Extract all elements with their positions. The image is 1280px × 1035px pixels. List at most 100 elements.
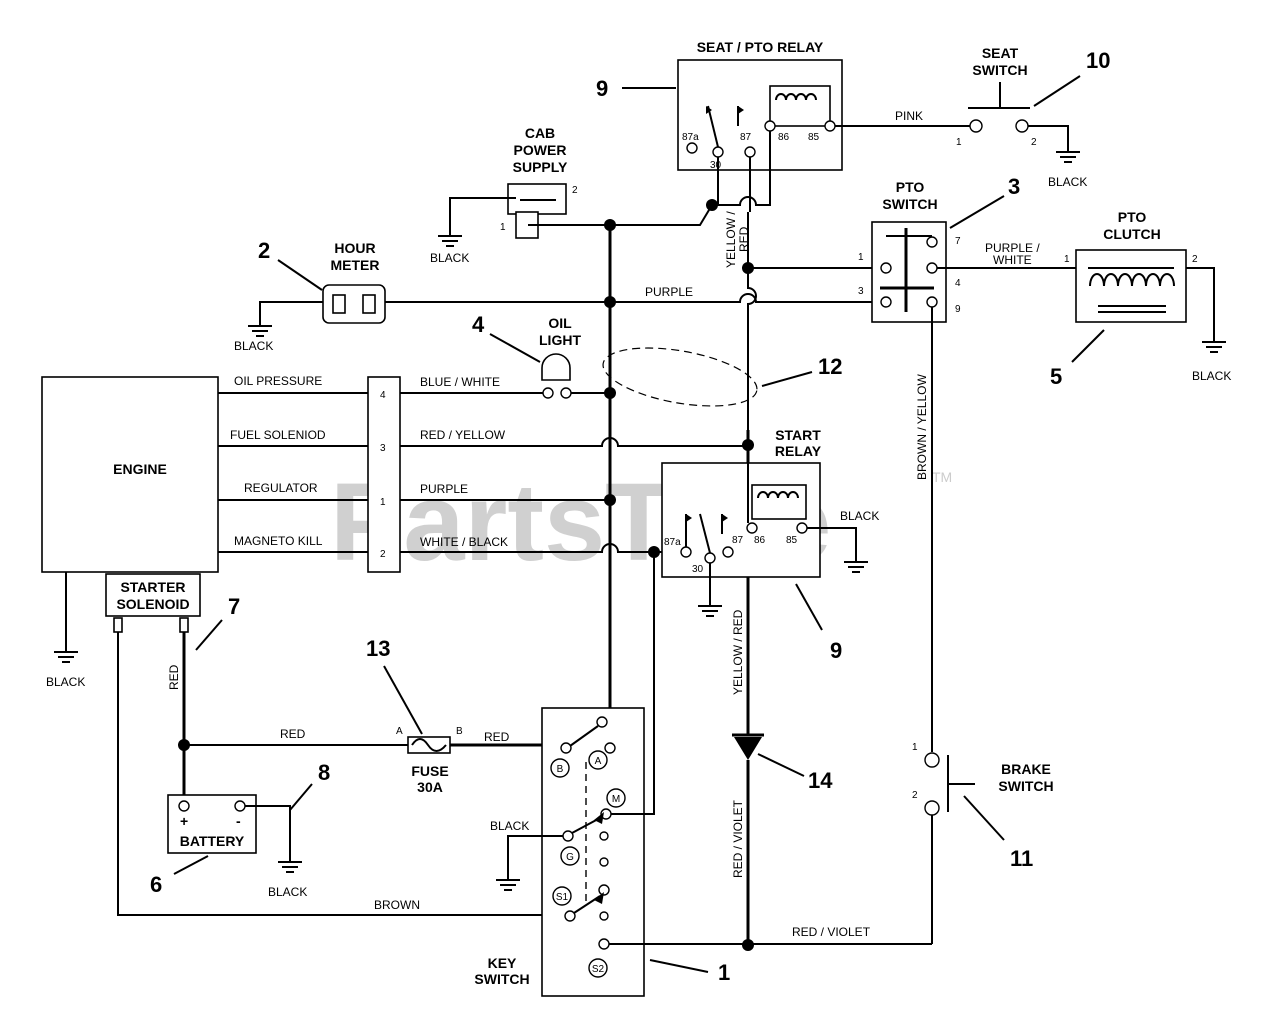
callout-3: 3 xyxy=(949,174,1020,229)
key-switch[interactable] xyxy=(541,707,645,997)
wire-label-yellow-red-2: RED xyxy=(737,226,751,252)
start-relay-terminal-86 xyxy=(746,522,758,534)
seat-switch-title-2: SWITCH xyxy=(972,62,1027,78)
key-position-b xyxy=(550,758,570,778)
key-label-g: G xyxy=(566,852,574,863)
wire-label-blue-white: BLUE / WHITE xyxy=(420,375,500,389)
key-position-a xyxy=(588,750,608,770)
relay-terminal-86 xyxy=(764,120,776,132)
key-contact xyxy=(569,725,599,747)
callout-4: 4 xyxy=(472,312,541,363)
engine-signal-magneto-kill: MAGNETO KILL xyxy=(234,534,323,548)
pin-30: 30 xyxy=(710,160,722,171)
ground-icon xyxy=(844,561,868,573)
callout-14: 14 xyxy=(757,753,833,793)
wire-label-black: BLACK xyxy=(268,885,307,899)
start-relay-terminal-30 xyxy=(704,552,716,564)
starter-solenoid xyxy=(105,573,201,617)
yellow-red-wire-hop xyxy=(747,280,757,430)
cab-ground-wire xyxy=(449,197,516,236)
battery-plus: + xyxy=(180,813,188,829)
ground-icon xyxy=(1202,341,1226,353)
svg-text:4: 4 xyxy=(472,312,485,337)
purple-wire xyxy=(610,293,880,303)
key-terminal xyxy=(599,831,609,841)
wire-label-brown: BROWN xyxy=(374,898,420,912)
pin-2: 2 xyxy=(1192,254,1198,265)
clutch-coil-icon xyxy=(1089,273,1175,287)
pto-switch-title-2: SWITCH xyxy=(882,196,937,212)
svg-text:10: 10 xyxy=(1086,48,1110,73)
pin-85: 85 xyxy=(786,535,798,546)
pin-87a: 87a xyxy=(682,132,699,143)
battery-ground-wire xyxy=(245,805,291,862)
cab-title-1: CAB xyxy=(525,125,555,141)
wire-label-black: BLACK xyxy=(1192,369,1231,383)
hour-meter-slot xyxy=(332,294,346,314)
relay-terminal-87a xyxy=(686,142,698,154)
solenoid-title-1: STARTER xyxy=(120,579,185,595)
key-terminal xyxy=(598,884,610,896)
start-relay-terminal-85 xyxy=(796,522,808,534)
start-relay-coil-box xyxy=(751,484,807,520)
svg-text:5: 5 xyxy=(1050,364,1062,389)
key-terminal xyxy=(560,742,572,754)
relay-contact xyxy=(707,105,719,148)
wire-label-black: BLACK xyxy=(234,339,273,353)
callout-6: 6 xyxy=(150,855,209,897)
key-terminal xyxy=(600,808,612,820)
pin-85: 85 xyxy=(808,132,820,143)
connector-pin: 2 xyxy=(380,549,386,560)
key-terminal xyxy=(599,911,609,921)
callout-12: 12 xyxy=(761,354,842,387)
callout-2: 2 xyxy=(258,238,323,291)
pto-terminal-4 xyxy=(926,262,938,274)
relay-coil-icon xyxy=(775,93,817,101)
callout-7: 7 xyxy=(195,594,240,651)
svg-text:7: 7 xyxy=(228,594,240,619)
pto-clutch-title-1: PTO xyxy=(1118,209,1147,225)
fuse-pin-b: B xyxy=(456,726,463,737)
pin-2: 2 xyxy=(912,790,918,801)
engine-connector xyxy=(367,376,401,573)
wire-label-red-violet: RED / VIOLET xyxy=(792,925,871,939)
wire-label-pink: PINK xyxy=(895,109,923,123)
magneto-key-wire xyxy=(606,552,655,815)
svg-text:13: 13 xyxy=(366,636,390,661)
watermark-tm: TM xyxy=(932,469,952,485)
engine-title: ENGINE xyxy=(113,461,167,477)
oil-light-title-2: LIGHT xyxy=(539,332,581,348)
svg-text:14: 14 xyxy=(808,768,833,793)
svg-text:3: 3 xyxy=(1008,174,1020,199)
clutch-ground-wire xyxy=(1186,267,1215,342)
start-relay-85-wire xyxy=(807,527,857,562)
engine-signal-regulator: REGULATOR xyxy=(244,481,318,495)
key-label-s2: S2 xyxy=(592,964,605,975)
pin-9: 9 xyxy=(955,304,961,315)
pin-1: 1 xyxy=(956,137,962,148)
pto-terminal-7 xyxy=(926,236,938,248)
ground-icon xyxy=(438,235,462,247)
ground-icon xyxy=(54,651,78,663)
pin-87: 87 xyxy=(732,535,744,546)
wire-label-red-yellow: RED / YELLOW xyxy=(420,428,506,442)
pto-clutch-title-2: CLUTCH xyxy=(1103,226,1161,242)
wire-label-purple-white-1: PURPLE / xyxy=(985,241,1040,255)
solenoid-terminal xyxy=(113,617,123,633)
key-position-s2 xyxy=(588,958,608,978)
pin-2: 2 xyxy=(1031,137,1037,148)
relay-flag-icon xyxy=(738,106,744,114)
start-relay-terminal-87 xyxy=(722,546,734,558)
brake-switch-title-1: BRAKE xyxy=(1001,761,1051,777)
fuse-element-icon xyxy=(411,738,447,752)
key-label-m: M xyxy=(612,794,620,805)
solenoid-terminal xyxy=(179,617,189,633)
key-terminal xyxy=(604,742,616,754)
pin-7: 7 xyxy=(955,236,961,247)
battery-negative-terminal xyxy=(234,800,246,812)
callout-10: 10 xyxy=(1033,48,1110,107)
svg-text:1: 1 xyxy=(718,960,730,985)
hour-meter-title-2: METER xyxy=(331,257,380,273)
wire-label-black: BLACK xyxy=(490,819,529,833)
white-black-wire xyxy=(400,543,680,553)
